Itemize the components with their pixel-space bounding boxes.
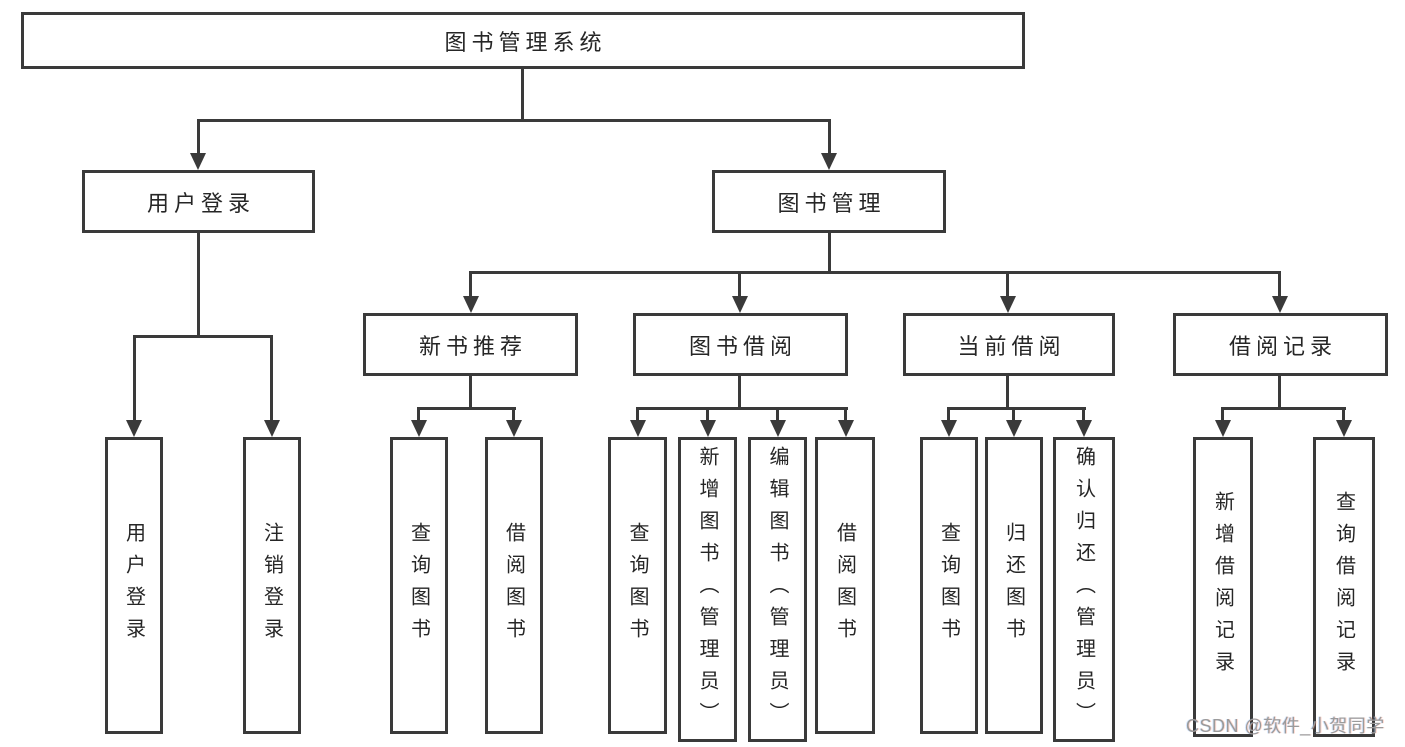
arrow-down-icon — [1076, 420, 1092, 437]
arrow-down-icon — [732, 296, 748, 313]
connector-line — [512, 407, 515, 423]
leaf-label: 编辑图书（管理员） — [766, 445, 788, 734]
leaf-borrow-books: 借阅图书 — [815, 437, 875, 734]
node-new-book-recommendation: 新书推荐 — [363, 313, 578, 376]
connector-line — [738, 376, 741, 410]
connector-line — [197, 119, 831, 122]
leaf-user-login: 用户登录 — [105, 437, 163, 734]
connector-line — [469, 271, 472, 299]
leaf-label: 新增图书（管理员） — [696, 445, 718, 734]
arrow-down-icon — [770, 420, 786, 437]
node-label: 新书推荐 — [418, 333, 527, 359]
leaf-query-books-recommend: 查询图书 — [390, 437, 448, 734]
connector-line — [133, 335, 136, 423]
connector-line — [738, 271, 741, 299]
arrow-down-icon — [821, 153, 837, 170]
arrow-down-icon — [463, 296, 479, 313]
connector-line — [1082, 407, 1085, 423]
arrow-down-icon — [1336, 420, 1352, 437]
node-current-borrowing: 当前借阅 — [903, 313, 1115, 376]
connector-line — [636, 407, 848, 410]
leaf-label: 确认归还（管理员） — [1072, 445, 1095, 734]
connector-line — [828, 119, 831, 156]
connector-line — [417, 407, 516, 410]
connector-line — [1221, 407, 1224, 423]
leaf-label: 借阅图书 — [502, 521, 525, 650]
leaf-label: 新增借阅记录 — [1211, 491, 1234, 683]
connector-line — [706, 407, 709, 423]
arrow-down-icon — [506, 420, 522, 437]
arrow-down-icon — [1006, 420, 1022, 437]
connector-line — [1221, 407, 1346, 410]
connector-line — [1278, 271, 1281, 299]
leaf-label: 用户登录 — [122, 521, 145, 650]
connector-line — [197, 119, 200, 156]
leaf-query-books-borrowing: 查询图书 — [608, 437, 667, 734]
arrow-down-icon — [411, 420, 427, 437]
arrow-down-icon — [126, 420, 142, 437]
leaf-label: 查询图书 — [937, 521, 960, 650]
connector-line — [947, 407, 1086, 410]
connector-line — [417, 407, 420, 423]
leaf-label: 查询图书 — [626, 521, 648, 650]
node-user-login: 用户登录 — [82, 170, 315, 233]
leaf-edit-books-admin: 编辑图书（管理员） — [748, 437, 807, 742]
arrow-down-icon — [838, 420, 854, 437]
leaf-label: 注销登录 — [260, 521, 283, 650]
connector-line — [1006, 271, 1009, 299]
node-label: 图书管理系统 — [444, 29, 607, 55]
connector-line — [947, 407, 950, 423]
arrow-down-icon — [1272, 296, 1288, 313]
arrow-down-icon — [700, 420, 716, 437]
leaf-return-books: 归还图书 — [985, 437, 1043, 734]
leaf-add-borrow-record: 新增借阅记录 — [1193, 437, 1253, 737]
leaf-label: 借阅图书 — [833, 521, 856, 650]
arrow-down-icon — [264, 420, 280, 437]
connector-line — [1012, 407, 1015, 423]
leaf-label: 查询借阅记录 — [1332, 491, 1355, 683]
node-book-management: 图书管理 — [712, 170, 946, 233]
connector-line — [469, 271, 1281, 274]
connector-line — [636, 407, 639, 423]
leaf-label: 归还图书 — [1002, 521, 1025, 650]
node-label: 图书借阅 — [688, 333, 797, 359]
connector-line — [469, 376, 472, 410]
csdn-watermark: CSDN @软件_小贺同学 — [1186, 716, 1385, 736]
arrow-down-icon — [1000, 296, 1016, 313]
arrow-down-icon — [1215, 420, 1231, 437]
node-label: 图书管理 — [777, 190, 886, 216]
connector-line — [270, 335, 273, 423]
leaf-add-books-admin: 新增图书（管理员） — [678, 437, 737, 742]
connector-line — [1342, 407, 1345, 423]
connector-line — [1006, 376, 1009, 410]
arrow-down-icon — [941, 420, 957, 437]
node-library-system: 图书管理系统 — [21, 12, 1025, 69]
connector-line — [844, 407, 847, 423]
connector-line — [1278, 376, 1281, 410]
leaf-borrow-books-recommend: 借阅图书 — [485, 437, 543, 734]
connector-line — [828, 233, 831, 274]
node-label: 当前借阅 — [957, 333, 1066, 359]
leaf-query-books-current: 查询图书 — [920, 437, 978, 734]
leaf-logout: 注销登录 — [243, 437, 301, 734]
leaf-query-borrow-record: 查询借阅记录 — [1313, 437, 1375, 737]
leaf-confirm-return-admin: 确认归还（管理员） — [1053, 437, 1115, 742]
arrow-down-icon — [190, 153, 206, 170]
node-borrowing-records: 借阅记录 — [1173, 313, 1388, 376]
connector-line — [133, 335, 273, 338]
connector-line — [197, 233, 200, 338]
node-label: 用户登录 — [146, 190, 255, 216]
node-book-borrowing: 图书借阅 — [633, 313, 848, 376]
connector-line — [521, 69, 524, 119]
leaf-label: 查询图书 — [407, 521, 430, 650]
arrow-down-icon — [630, 420, 646, 437]
node-label: 借阅记录 — [1228, 333, 1337, 359]
connector-line — [776, 407, 779, 423]
